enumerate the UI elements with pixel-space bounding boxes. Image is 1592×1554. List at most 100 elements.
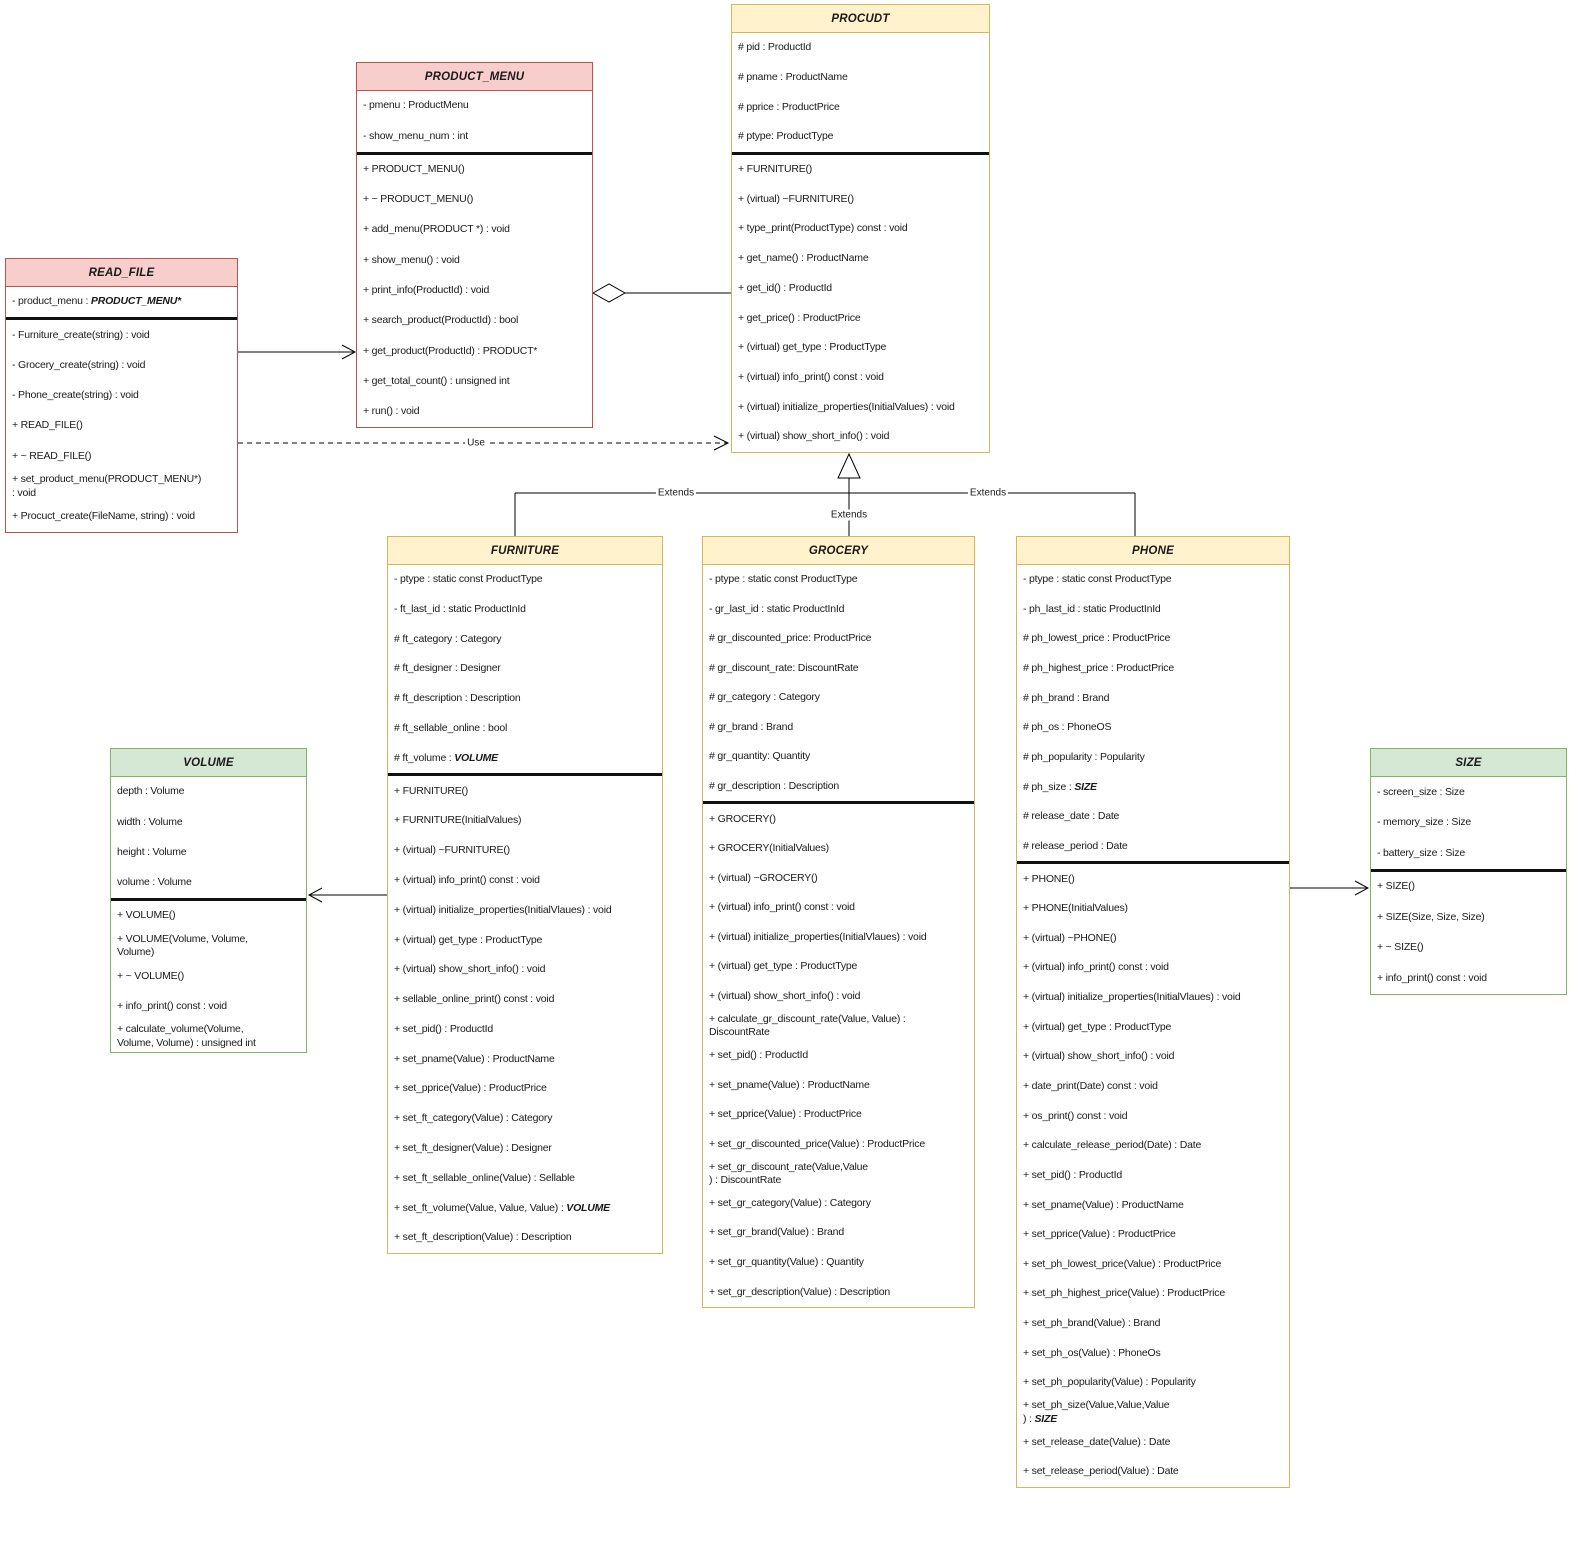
class-member: + set_pid() : ProductId	[1023, 1168, 1122, 1181]
class-member: # ft_description : Description	[394, 692, 521, 705]
open-arrowhead-icon	[1355, 881, 1368, 895]
class-member: + (virtual) show_short_info() : void	[394, 963, 546, 976]
class-member: + run() : void	[363, 405, 420, 418]
class-member: + (virtual) initialize_properties(Initia…	[1023, 991, 1241, 1004]
class-member: + search_product(ProductId) : bool	[363, 314, 519, 327]
class-member: # ph_size : SIZE	[1023, 780, 1097, 793]
class-member: depth : Volume	[117, 785, 185, 798]
section-divider	[388, 773, 662, 777]
class-member: + add_menu(PRODUCT *) : void	[363, 223, 510, 236]
class-member: width : Volume	[117, 815, 183, 828]
class-member: + calculate_volume(Volume,Volume, Volume…	[117, 1023, 256, 1049]
class-member: + PHONE(InitialValues)	[1023, 902, 1128, 915]
class-member: + set_gr_brand(Value) : Brand	[709, 1226, 844, 1239]
class-member: + set_ft_description(Value) : Descriptio…	[394, 1231, 572, 1244]
class-title-grocery: GROCERY	[703, 537, 974, 565]
class-procudt[interactable]: PROCUDT # pid : ProductId# pname : Produ…	[731, 4, 990, 453]
class-member: + GROCERY()	[709, 812, 776, 825]
class-member: - ft_last_id : static ProductInId	[394, 602, 526, 615]
class-member: # gr_brand : Brand	[709, 720, 793, 733]
open-arrowhead-icon	[714, 436, 728, 450]
read-file-methods: - Furniture_create(string) : void- Groce…	[6, 320, 237, 532]
class-member: - ptype : static const ProductType	[394, 573, 543, 586]
class-member: # ph_lowest_price : ProductPrice	[1023, 632, 1171, 645]
product-menu-attributes: - pmenu : ProductMenu - show_menu_num : i…	[357, 91, 592, 152]
class-title-volume: VOLUME	[111, 749, 306, 777]
size-attributes: - screen_size : Size- memory_size : Size…	[1371, 777, 1566, 869]
class-member: - memory_size : Size	[1377, 816, 1472, 829]
class-member: + (virtual) show_short_info() : void	[738, 430, 890, 443]
class-member: + set_ft_category(Value) : Category	[394, 1112, 553, 1125]
class-member: + Procuct_create(FileName, string) : voi…	[12, 510, 195, 523]
class-member: + get_name() : ProductName	[738, 252, 869, 265]
section-divider	[6, 317, 237, 321]
edge-label-extends-middle: Extends	[828, 509, 870, 521]
class-member: + SIZE(Size, Size, Size)	[1377, 910, 1485, 923]
edge-label-use: Use	[465, 437, 487, 449]
class-member: + set_ph_popularity(Value) : Popularity	[1023, 1376, 1196, 1389]
class-member: + set_pid() : ProductId	[709, 1049, 808, 1062]
class-member: # ph_os : PhoneOS	[1023, 721, 1112, 734]
class-member: + ~ VOLUME()	[117, 969, 185, 982]
class-furniture[interactable]: FURNITURE - ptype : static const Product…	[387, 536, 663, 1254]
edge-label-extends-left: Extends	[655, 487, 697, 499]
class-title-procudt: PROCUDT	[732, 5, 989, 33]
class-size[interactable]: SIZE - screen_size : Size- memory_size :…	[1370, 748, 1567, 995]
class-member: # gr_description : Description	[709, 779, 839, 792]
class-member: + os_print() const : void	[1023, 1109, 1128, 1122]
class-member: # gr_quantity: Quantity	[709, 750, 811, 763]
class-member: - ph_last_id : static ProductInId	[1023, 602, 1161, 615]
class-member: - Grocery_create(string) : void	[12, 358, 146, 371]
section-divider	[357, 151, 592, 155]
class-member: # gr_category : Category	[709, 691, 820, 704]
class-member: # ft_designer : Designer	[394, 662, 501, 675]
class-member: # ft_volume : VOLUME	[394, 751, 498, 764]
section-divider	[732, 151, 989, 155]
class-member: # ptype: ProductType	[738, 130, 834, 143]
class-member: # pid : ProductId	[738, 41, 812, 54]
class-member: # ph_brand : Brand	[1023, 691, 1110, 704]
class-member: + get_id() : ProductId	[738, 281, 832, 294]
class-member: + FURNITURE(InitialValues)	[394, 814, 522, 827]
class-member: + info_print() const : void	[1377, 971, 1487, 984]
class-member: + set_ph_lowest_price(Value) : ProductPr…	[1023, 1257, 1222, 1270]
class-volume[interactable]: VOLUME depth : Volume width : Volume heigh…	[110, 748, 307, 1053]
aggregation-product-menu-procudt	[593, 284, 731, 302]
class-member: + set_ft_volume(Value, Value, Value) : V…	[394, 1201, 610, 1214]
class-member: + ~ READ_FILE()	[12, 449, 92, 462]
class-phone[interactable]: PHONE - ptype : static const ProductType…	[1016, 536, 1290, 1488]
class-member: + set_pname(Value) : ProductName	[394, 1052, 555, 1065]
class-read-file[interactable]: READ_FILE - product_menu : PRODUCT_MENU*…	[5, 258, 238, 533]
inheritance-triangle-icon	[838, 454, 860, 478]
class-member: # pprice : ProductPrice	[738, 100, 840, 113]
class-member: + get_total_count() : unsigned int	[363, 374, 510, 387]
association-read-file-product-menu	[238, 345, 355, 359]
class-product-menu[interactable]: PRODUCT_MENU - pmenu : ProductMenu- show…	[356, 62, 593, 428]
class-member: + calculate_release_period(Date) : Date	[1023, 1139, 1202, 1152]
class-grocery[interactable]: GROCERY - ptype : static const ProductTy…	[702, 536, 975, 1308]
class-member: + set_pprice(Value) : ProductPrice	[709, 1108, 862, 1121]
class-member: - pmenu : ProductMenu	[363, 99, 469, 112]
class-title-phone: PHONE	[1017, 537, 1289, 565]
inheritance-tree	[515, 454, 1135, 536]
class-member: height : Volume	[117, 845, 187, 858]
class-member: + ~ SIZE()	[1377, 941, 1424, 954]
grocery-attributes: - ptype : static const ProductType- gr_l…	[703, 565, 974, 801]
class-member: + (virtual) info_print() const : void	[738, 371, 884, 383]
class-member: + sellable_online_print() const : void	[394, 993, 555, 1006]
class-member: + (virtual) info_print() const : void	[394, 873, 540, 886]
class-member: - show_menu_num : int	[363, 129, 468, 142]
grocery-methods: + GROCERY()+ GROCERY(InitialValues)+ (vi…	[703, 804, 974, 1307]
class-member: + set_ph_os(Value) : PhoneOs	[1023, 1346, 1161, 1359]
edge-label-extends-right: Extends	[967, 487, 1009, 499]
class-member: + set_ph_brand(Value) : Brand	[1023, 1317, 1161, 1330]
class-member: + set_gr_category(Value) : Category	[709, 1196, 871, 1209]
volume-methods: + VOLUME()+ VOLUME(Volume, Volume,Volume…	[111, 901, 306, 1052]
class-member: - gr_last_id : static ProductInId	[709, 602, 845, 615]
section-divider	[1371, 868, 1566, 872]
class-member: # ft_category : Category	[394, 632, 502, 645]
class-member: + set_release_period(Value) : Date	[1023, 1465, 1179, 1478]
class-member: # release_date : Date	[1023, 810, 1120, 823]
class-member: + (virtual) info_print() const : void	[709, 901, 855, 914]
